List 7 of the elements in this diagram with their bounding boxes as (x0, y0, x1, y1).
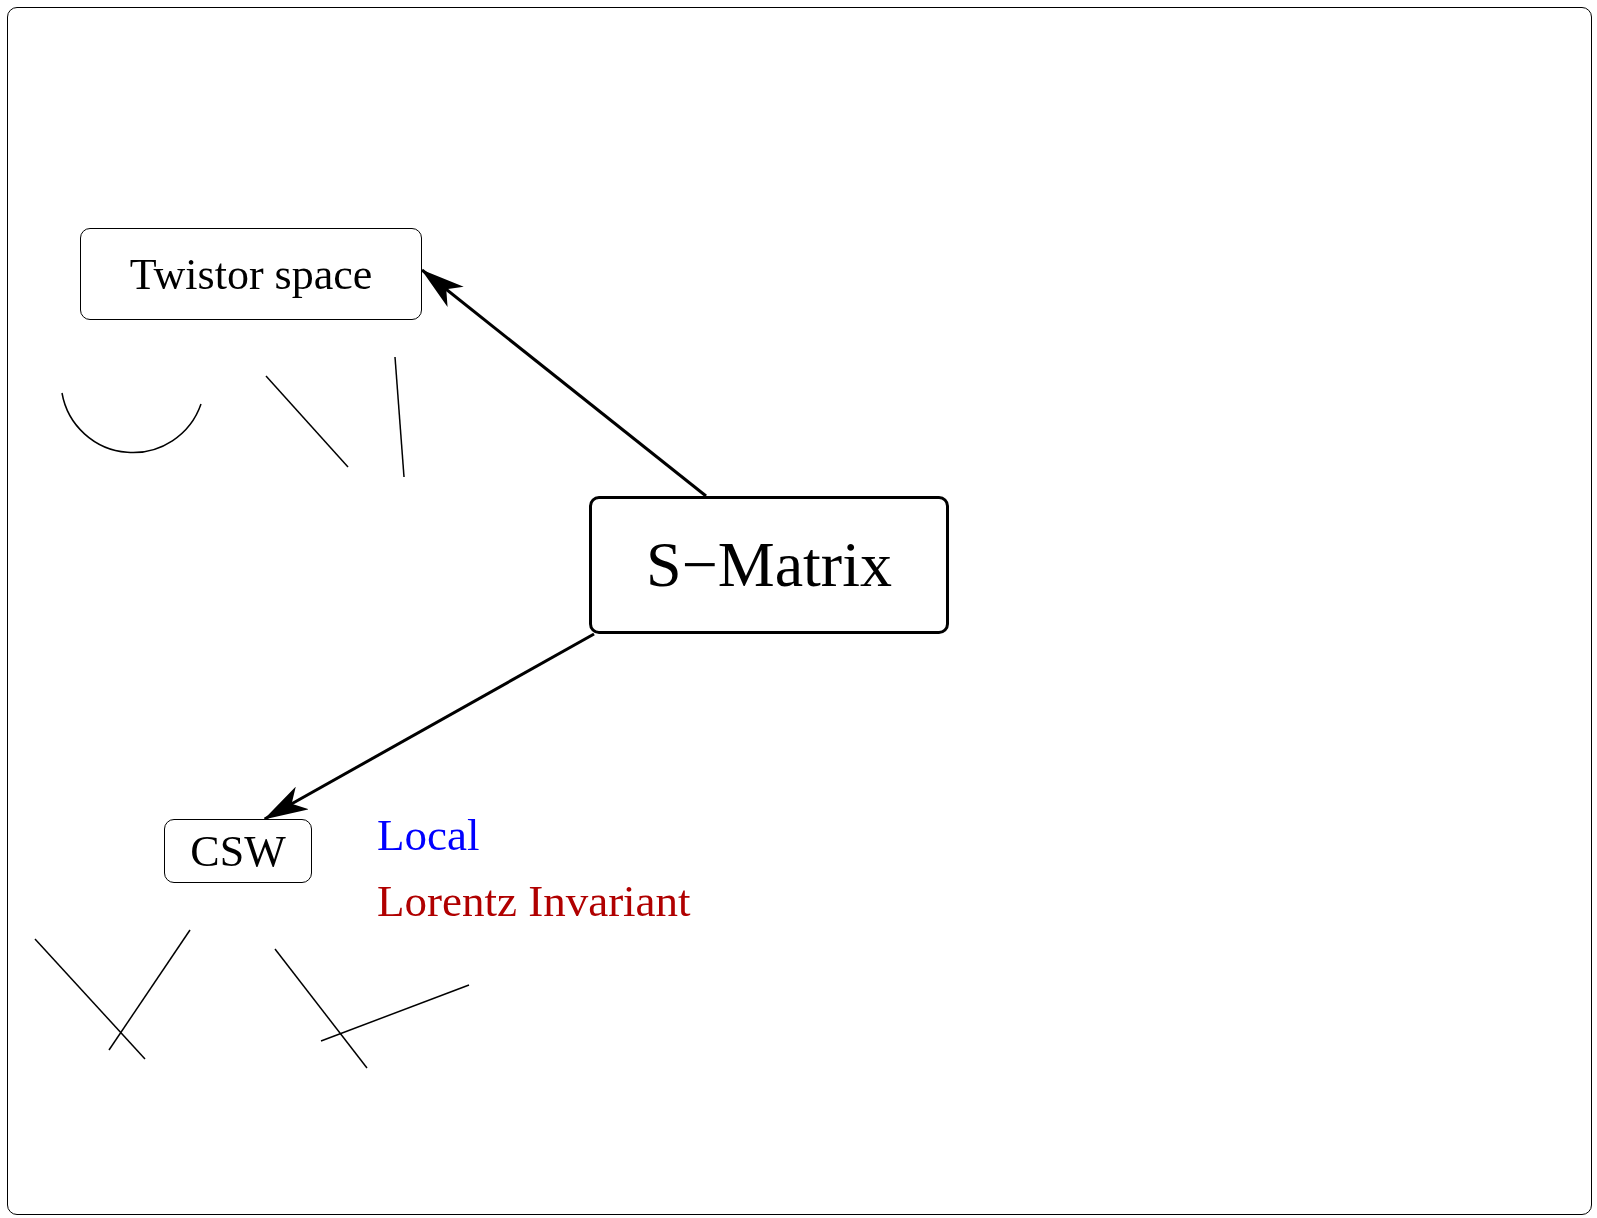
property-label: Lorentz Invariant (377, 879, 691, 924)
process-box: S−Matrix (589, 496, 949, 634)
property-label: Local (377, 813, 480, 858)
arrow (421, 268, 707, 498)
process-box: CSW (164, 819, 312, 883)
process-box: Twistor space (80, 228, 422, 320)
arrow (263, 632, 595, 821)
